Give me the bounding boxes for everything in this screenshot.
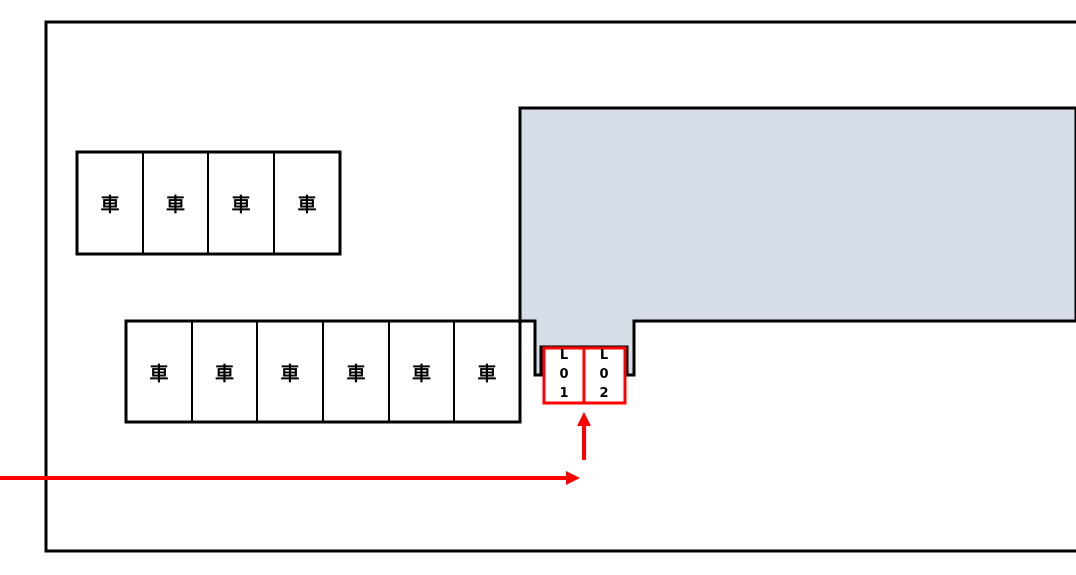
slot-char: 0 <box>599 367 609 382</box>
slot-char: 0 <box>559 367 569 382</box>
slot-char: 2 <box>599 386 609 401</box>
route-arrow <box>0 412 591 485</box>
slot-l02: L 0 2 <box>584 346 624 403</box>
slot-l01: L 0 1 <box>544 346 584 403</box>
car-slot: 車 <box>280 363 300 385</box>
car-slot: 車 <box>411 363 431 385</box>
car-slot: 車 <box>149 363 169 385</box>
slot-char: 1 <box>559 386 569 401</box>
car-slot: 車 <box>477 363 497 385</box>
car-slot: 車 <box>231 194 251 216</box>
slot-char: L <box>559 348 569 363</box>
highlighted-slots <box>542 346 627 405</box>
parking-row-1 <box>75 150 342 256</box>
car-slot: 車 <box>346 363 366 385</box>
parking-row-2 <box>124 319 522 424</box>
car-slot: 車 <box>297 194 317 216</box>
car-slot: 車 <box>165 194 185 216</box>
slot-char: L <box>599 348 609 363</box>
building <box>518 106 1076 377</box>
car-slot: 車 <box>100 194 120 216</box>
lot-boundary <box>44 20 1076 553</box>
car-slot: 車 <box>214 363 234 385</box>
